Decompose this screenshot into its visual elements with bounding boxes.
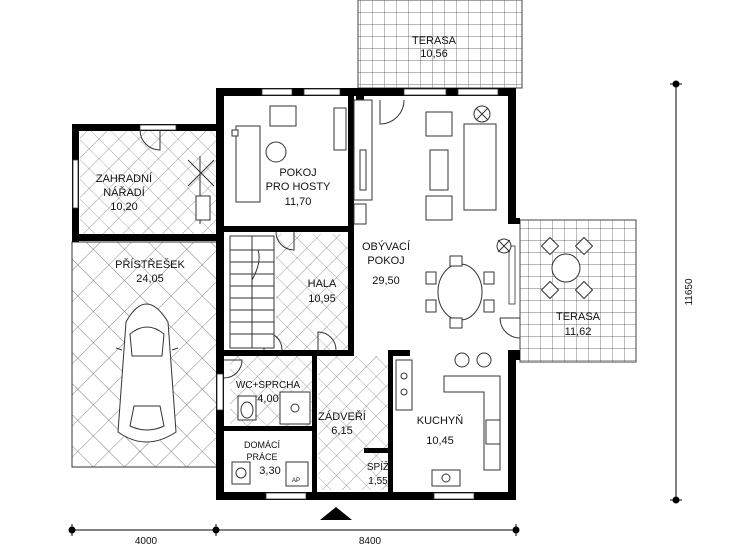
guest-room-furniture	[231, 99, 373, 225]
kitchen-area: 10,45	[426, 435, 454, 447]
bathroom-area: 4,00	[257, 393, 278, 405]
dimension-height: 11650	[684, 278, 695, 306]
terrace-top-tiles	[357, 0, 523, 89]
garden-shed-name-2: NÁŘADÍ	[103, 186, 146, 199]
interior-walls	[224, 96, 410, 492]
utility-name-1: DOMÁCÍ	[244, 440, 280, 450]
dimension-bottom: 4000 8400	[68, 524, 520, 547]
pantry-name: SPÍŽ	[367, 460, 389, 473]
ap-label: AP	[292, 478, 300, 484]
terrace-top-area: 10,56	[420, 48, 448, 60]
pantry-area: 1,55	[368, 476, 388, 487]
door-swings	[139, 99, 521, 379]
terrace-right-area: 11,62	[565, 326, 592, 338]
entrance-arrow-icon	[320, 507, 352, 520]
hall-area: 10,95	[308, 293, 336, 305]
living-room-name-1: OBÝVACÍ	[362, 240, 411, 253]
dimension-right-width: 8400	[359, 536, 382, 547]
car-icon	[115, 303, 179, 443]
garden-shed-name-1: ZAHRADNÍ	[96, 172, 153, 185]
dimension-left-width: 4000	[135, 536, 158, 547]
bathroom-name: WC+SPRCHA	[236, 380, 301, 391]
living-room-name-2: POKOJ	[367, 255, 404, 267]
room-labels: TERASA 10,56 ZAHRADNÍ NÁŘADÍ 10,20 POKOJ…	[96, 35, 601, 487]
terrace-top-name: TERASA	[412, 35, 457, 47]
vestibule-floor	[318, 356, 388, 490]
carport-name: PŘÍSTŘEŠEK	[115, 258, 185, 271]
vestibule-name: ZÁDVEŘÍ	[318, 410, 367, 423]
terrace-right-name: TERASA	[556, 311, 601, 323]
utility-fixtures	[231, 461, 309, 487]
guest-room-name-2: PRO HOSTY	[266, 181, 331, 193]
dimension-right: 11650	[670, 80, 695, 504]
carport-area: 24,05	[136, 273, 164, 285]
vestibule-area: 6,15	[331, 425, 352, 437]
bathroom-fixtures	[237, 391, 311, 425]
staircase	[229, 235, 275, 349]
guest-room-area: 11,70	[285, 196, 312, 208]
terrace-table	[540, 236, 594, 300]
utility-area: 3,30	[259, 465, 280, 477]
shed-fixtures	[187, 156, 215, 224]
living-room-area: 29,50	[372, 275, 400, 287]
utility-name-2: PRÁCE	[246, 452, 277, 462]
living-room-furniture	[425, 105, 512, 329]
guest-room-name-1: POKOJ	[279, 167, 316, 179]
kitchen-name: KUCHYŇ	[417, 414, 464, 427]
hall-floor	[276, 234, 354, 350]
garden-shed-floor	[80, 130, 216, 238]
garden-shed-area: 10,20	[110, 201, 138, 213]
hall-name: HALA	[308, 278, 337, 290]
windows	[72, 88, 516, 500]
kitchen-fixtures	[395, 352, 501, 487]
